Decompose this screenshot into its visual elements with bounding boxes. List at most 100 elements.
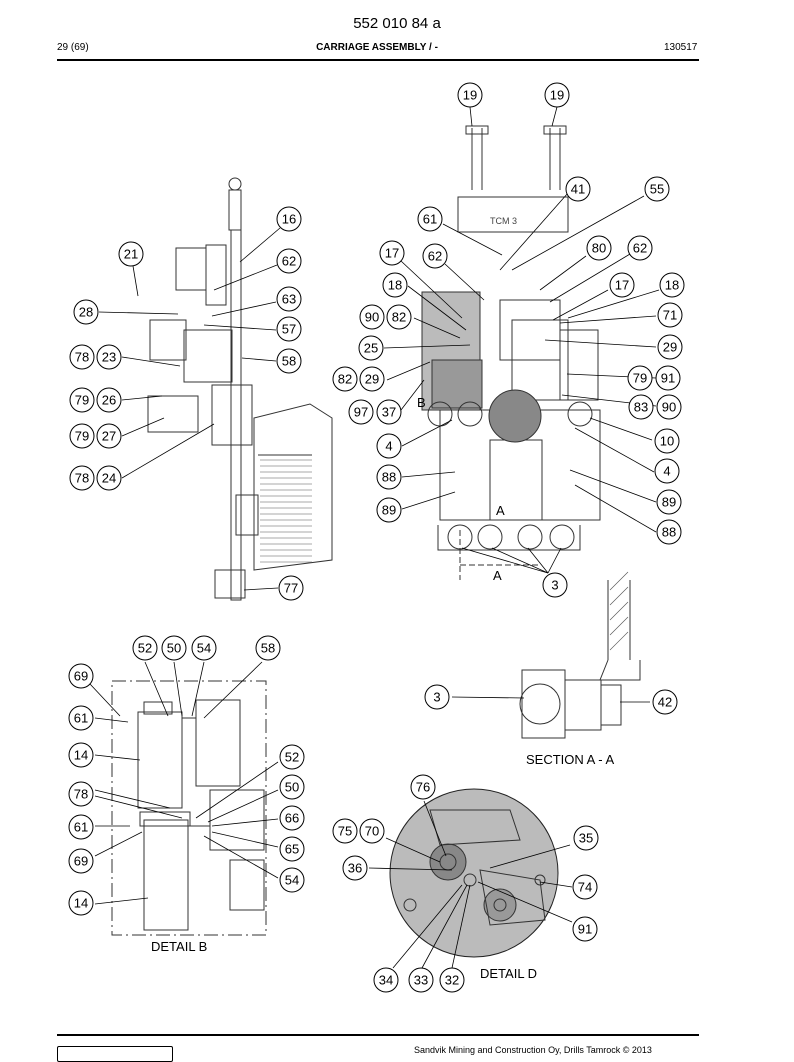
- balloon-number: 91: [578, 922, 592, 937]
- page-count: 29 (69): [57, 42, 89, 53]
- balloon-numbers: 16 21 62 63 28 57 78 23 58 79 26 79 27 7…: [74, 88, 679, 988]
- balloon-number: 62: [633, 241, 647, 256]
- balloon-number: 26: [102, 393, 116, 408]
- balloon-number: 88: [382, 470, 396, 485]
- balloon-number: 79: [633, 371, 647, 386]
- balloon-number: 28: [79, 305, 93, 320]
- balloon-number: 82: [392, 310, 406, 325]
- balloon-number: 82: [338, 372, 352, 387]
- section-aa-label: SECTION A - A: [526, 752, 614, 767]
- header-rule: [57, 59, 699, 61]
- view-a-label-top: A: [496, 503, 505, 518]
- balloon-number: 80: [592, 241, 606, 256]
- balloon-number: 50: [167, 641, 181, 656]
- balloon-number: 3: [551, 578, 558, 593]
- balloon-number: 18: [388, 278, 402, 293]
- balloon-number: 52: [138, 641, 152, 656]
- balloon-number: 66: [285, 811, 299, 826]
- balloon-number: 61: [74, 820, 88, 835]
- balloon-number: 57: [282, 322, 296, 337]
- balloon-number: 18: [665, 278, 679, 293]
- balloon-number: 91: [661, 371, 675, 386]
- front-view-wheels: [427, 389, 593, 550]
- balloon-number: 10: [660, 434, 674, 449]
- balloon-number: 4: [385, 439, 392, 454]
- detail-b-label: DETAIL B: [151, 939, 207, 954]
- balloon-number: 69: [74, 854, 88, 869]
- side-view-hatch: [260, 459, 312, 563]
- balloon-number: 65: [285, 842, 299, 857]
- balloon-number: 78: [75, 350, 89, 365]
- balloon-number: 76: [416, 780, 430, 795]
- balloon-number: 16: [282, 212, 296, 227]
- balloon-number: 70: [365, 824, 379, 839]
- plate-text: TCM 3: [490, 216, 517, 226]
- balloon-number: 37: [382, 405, 396, 420]
- balloon-number: 34: [379, 973, 393, 988]
- balloon-number: 58: [282, 354, 296, 369]
- balloon-number: 32: [445, 973, 459, 988]
- balloon-number: 89: [662, 495, 676, 510]
- balloon-number: 36: [348, 861, 362, 876]
- balloon-number: 62: [282, 254, 296, 269]
- balloon-number: 54: [285, 873, 299, 888]
- balloon-number: 97: [354, 405, 368, 420]
- balloon-number: 78: [75, 471, 89, 486]
- side-view-outline: [147, 177, 333, 601]
- front-view-outline: [421, 125, 601, 580]
- balloon-number: 89: [382, 503, 396, 518]
- callout-balloons: [68, 82, 685, 993]
- balloon-number: 90: [662, 400, 676, 415]
- balloon-number: 61: [423, 212, 437, 227]
- balloon-number: 74: [578, 880, 592, 895]
- balloon-number: 58: [261, 641, 275, 656]
- balloon-number: 29: [663, 340, 677, 355]
- balloon-number: 50: [285, 780, 299, 795]
- balloon-number: 55: [650, 182, 664, 197]
- balloon-number: 90: [365, 310, 379, 325]
- balloon-number: 21: [124, 247, 138, 262]
- detail-d-label: DETAIL D: [480, 966, 537, 981]
- page-title: CARRIAGE ASSEMBLY / -: [316, 42, 438, 53]
- balloon-number: 19: [550, 88, 564, 103]
- balloon-number: 35: [579, 831, 593, 846]
- footer-rule: [57, 1034, 699, 1036]
- document-number: 552 010 84 a: [353, 15, 441, 32]
- balloon-number: 29: [365, 372, 379, 387]
- balloon-number: 71: [663, 308, 677, 323]
- balloon-number: 42: [658, 695, 672, 710]
- balloon-number: 69: [74, 669, 88, 684]
- balloon-number: 4: [663, 464, 670, 479]
- balloon-number: 79: [75, 429, 89, 444]
- balloon-number: 14: [74, 748, 88, 763]
- view-b-label: B: [417, 395, 426, 410]
- balloon-number: 24: [102, 471, 116, 486]
- balloon-number: 23: [102, 350, 116, 365]
- footer-copyright: Sandvik Mining and Construction Oy, Dril…: [414, 1045, 652, 1055]
- balloon-number: 78: [74, 787, 88, 802]
- balloon-number: 61: [74, 711, 88, 726]
- balloon-number: 77: [284, 581, 298, 596]
- view-a-label-bottom: A: [493, 568, 502, 583]
- balloon-number: 17: [385, 246, 399, 261]
- balloon-number: 83: [634, 400, 648, 415]
- balloon-number: 52: [285, 750, 299, 765]
- balloon-number: 79: [75, 393, 89, 408]
- balloon-number: 3: [433, 690, 440, 705]
- balloon-number: 14: [74, 896, 88, 911]
- balloon-number: 41: [571, 182, 585, 197]
- section-aa-drawing: [519, 580, 641, 739]
- detail-d-drawing: [389, 788, 559, 958]
- balloon-number: 88: [662, 525, 676, 540]
- balloon-number: 62: [428, 249, 442, 264]
- balloon-number: 25: [364, 341, 378, 356]
- balloon-number: 19: [463, 88, 477, 103]
- leader-lines: [89, 106, 660, 969]
- balloon-number: 63: [282, 292, 296, 307]
- detail-b-drawing: [111, 680, 267, 936]
- balloon-number: 17: [615, 278, 629, 293]
- balloon-number: 54: [197, 641, 211, 656]
- date-code: 130517: [664, 42, 698, 53]
- balloon-number: 33: [414, 973, 428, 988]
